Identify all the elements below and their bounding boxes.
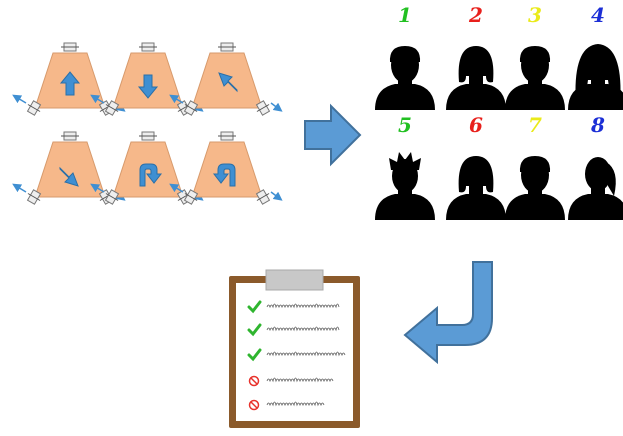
robot-turn-right [90, 131, 204, 205]
wheel-icon [218, 131, 236, 141]
participant-8: 8 [568, 113, 623, 220]
participant-number: 2 [468, 3, 483, 27]
checkmark-icon [247, 300, 262, 314]
flow-arrow-return [403, 261, 493, 365]
wheel-direction-icon [90, 183, 105, 193]
participant-number: 5 [398, 113, 412, 137]
prohibited-icon [248, 399, 260, 411]
u-turn-right-icon [139, 163, 163, 187]
wheel-icon [218, 42, 236, 52]
wheel-icon [26, 100, 42, 116]
participant-1: 1 [375, 3, 435, 110]
person-silhouette-icon [446, 156, 506, 220]
wheel-icon [61, 42, 79, 52]
handwriting-scribble [266, 326, 340, 332]
wheel-direction-icon [12, 94, 27, 104]
flow-arrow-right [304, 103, 362, 167]
person-silhouette-icon [375, 152, 435, 220]
arrow-down-icon [137, 74, 159, 99]
wheel-icon [26, 189, 42, 205]
participant-number: 6 [469, 113, 483, 137]
person-silhouette-icon [505, 156, 565, 220]
person-silhouette-icon [505, 46, 565, 110]
participant-number: 8 [590, 113, 605, 137]
handwriting-scribble [266, 401, 325, 407]
handwriting-scribble [266, 377, 334, 383]
robot-body [34, 141, 106, 198]
wheel-icon [61, 131, 79, 141]
participant-2: 2 [446, 3, 506, 110]
person-silhouette-icon [568, 157, 623, 220]
prohibited-icon [248, 375, 260, 387]
checkmark-icon [247, 323, 262, 337]
participant-3: 3 [505, 3, 565, 110]
wheel-direction-icon [12, 183, 27, 193]
wheel-direction-icon [270, 191, 283, 201]
wheel-direction-icon [169, 94, 184, 104]
wheel-icon [183, 189, 199, 205]
participant-4: 4 [568, 3, 623, 110]
handwriting-scribble [266, 351, 346, 357]
participant-6: 6 [446, 113, 506, 220]
u-turn-left-icon [212, 163, 236, 187]
checklist-item [247, 348, 346, 362]
wheel-icon [139, 131, 157, 141]
participant-number: 3 [528, 3, 542, 27]
participants-grid: 1 2 3 4 5 6 7 8 [375, 3, 623, 220]
checklist-item [247, 323, 340, 337]
wheel-icon [183, 100, 199, 116]
participant-7: 7 [505, 113, 565, 220]
wheel-icon [255, 100, 271, 116]
robot-forward [12, 42, 126, 116]
checklist-item [248, 399, 325, 411]
person-silhouette-icon [446, 46, 506, 110]
checklist-item [248, 375, 334, 387]
handwriting-scribble [266, 303, 340, 309]
wheel-direction-icon [169, 183, 184, 193]
wheel-icon [104, 189, 120, 205]
clipboard [229, 269, 360, 428]
checklist-item [247, 300, 340, 314]
participant-number: 7 [528, 113, 542, 137]
person-silhouette-icon [568, 44, 623, 110]
robot-diagonal-down-right [12, 131, 126, 205]
checklist [247, 300, 346, 411]
arrow-up-left-icon [218, 72, 238, 93]
arrow-up-icon [59, 71, 81, 96]
checkmark-icon [247, 348, 262, 362]
participant-number: 1 [398, 3, 412, 27]
robot-turn-left [169, 131, 283, 205]
robot-motion-grid [12, 42, 283, 205]
wheel-icon [104, 100, 120, 116]
wheel-direction-icon [270, 102, 283, 112]
robot-backward [90, 42, 204, 116]
robot-diagonal-up-left [169, 42, 283, 116]
arrow-down-right-icon [59, 166, 79, 187]
wheel-icon [255, 189, 271, 205]
wheel-direction-icon [90, 94, 105, 104]
participant-5: 5 [375, 113, 435, 220]
person-silhouette-icon [375, 46, 435, 110]
wheel-icon [139, 42, 157, 52]
participant-number: 4 [591, 3, 605, 27]
